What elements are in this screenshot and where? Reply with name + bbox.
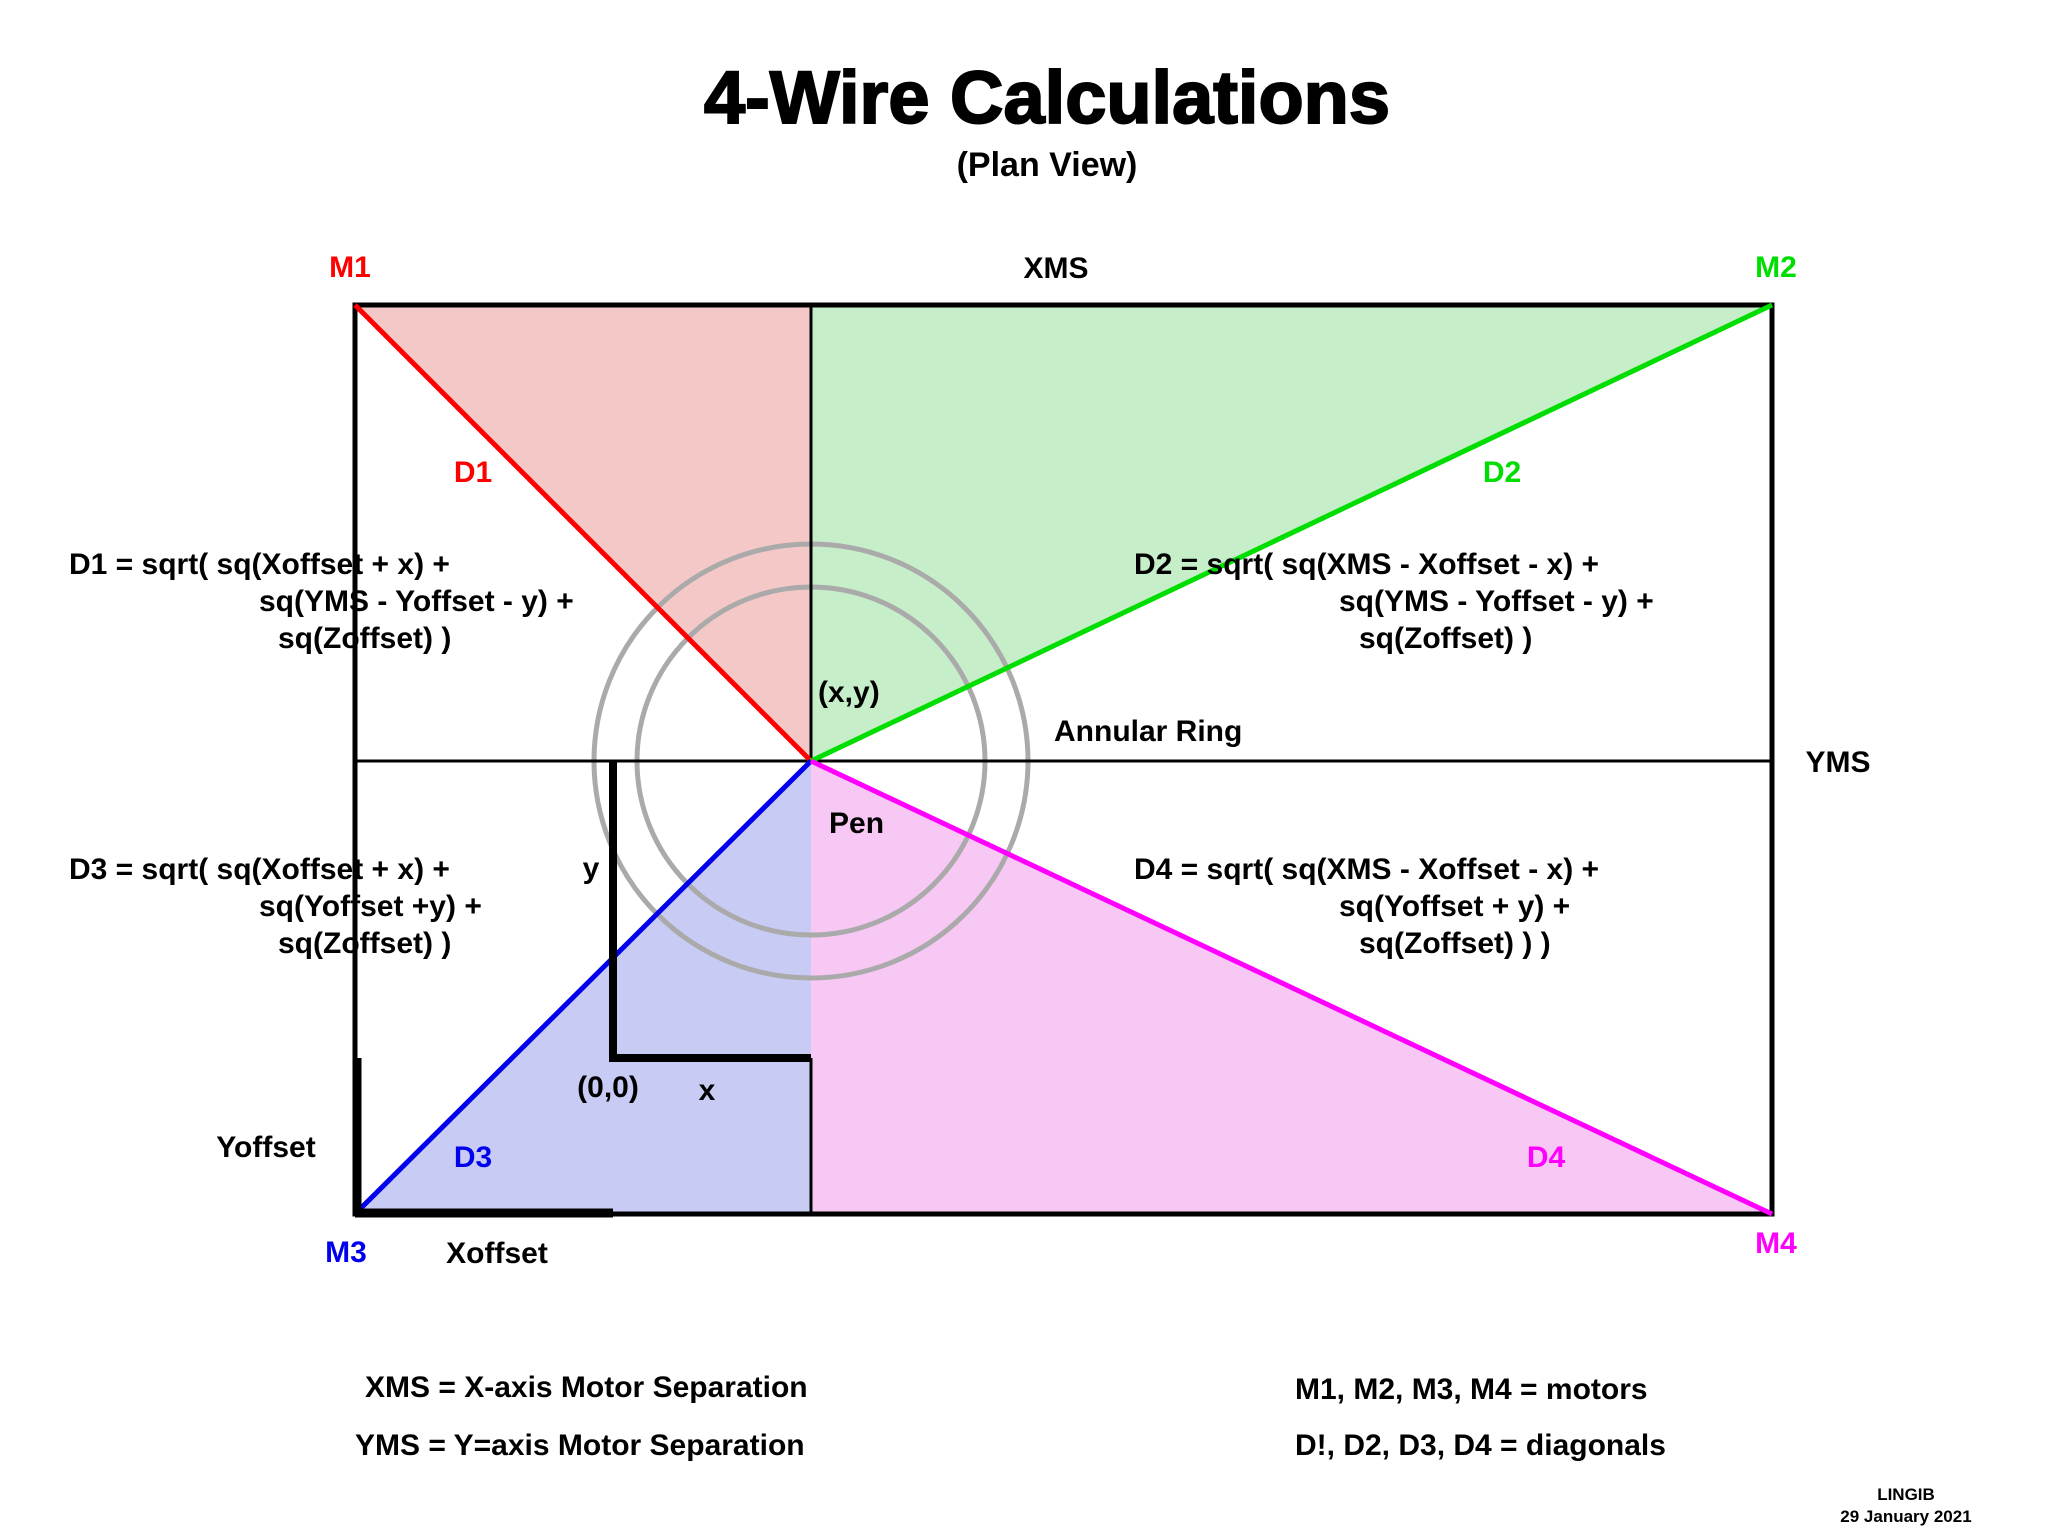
d4-diagonal-line — [809, 758, 1774, 1217]
motor-m3-label: M3 — [325, 1236, 367, 1269]
d1-diagonal-line — [353, 303, 813, 763]
d1-formula-line-3: sq(Zoffset) ) — [278, 622, 451, 655]
motor-m2-label: M2 — [1755, 251, 1797, 284]
d4-formula-line-1: D4 = sqrt( sq(XMS - Xoffset - x) + — [1134, 853, 1599, 886]
pen-coordinate-label: (x,y) — [818, 676, 880, 709]
d4-formula-line-3: sq(Zoffset) ) ) — [1359, 927, 1551, 960]
xms-axis-label: XMS — [1023, 252, 1088, 285]
d3-label: D3 — [454, 1141, 492, 1174]
d2-formula-line-1: D2 = sqrt( sq(XMS - Xoffset - x) + — [1134, 548, 1599, 581]
pen-label: Pen — [829, 807, 884, 840]
origin-label: (0,0) — [577, 1071, 639, 1104]
d1-label: D1 — [454, 456, 492, 489]
page-title: 4-Wire Calculations — [704, 56, 1390, 139]
d3-formula-line-2: sq(Yoffset +y) + — [259, 890, 482, 923]
legend-xms: XMS = X-axis Motor Separation — [365, 1371, 808, 1404]
d1-formula-line-1: D1 = sqrt( sq(Xoffset + x) + — [69, 548, 450, 581]
d4-formula-line-2: sq(Yoffset + y) + — [1339, 890, 1570, 923]
credit-author: LINGIB — [1877, 1485, 1935, 1504]
d2-diagonal-line — [809, 302, 1774, 764]
d2-formula-line-2: sq(YMS - Yoffset - y) + — [1339, 585, 1654, 618]
yms-axis-label: YMS — [1805, 746, 1870, 779]
d4-label: D4 — [1527, 1141, 1566, 1174]
legend-motors: M1, M2, M3, M4 = motors — [1295, 1373, 1648, 1406]
legend-yms: YMS = Y=axis Motor Separation — [355, 1429, 805, 1462]
d1-formula-line-2: sq(YMS - Yoffset - y) + — [259, 585, 574, 618]
d3-diagonal-line — [353, 759, 813, 1216]
y-dimension-label: y — [583, 852, 600, 885]
d2-label: D2 — [1483, 456, 1521, 489]
motor-m1-label: M1 — [329, 251, 371, 284]
x-dimension-label: x — [699, 1074, 716, 1107]
credit-date: 29 January 2021 — [1840, 1507, 1971, 1526]
annular-ring-label: Annular Ring — [1054, 715, 1242, 748]
d3-formula-line-1: D3 = sqrt( sq(Xoffset + x) + — [69, 853, 450, 886]
page-subtitle: (Plan View) — [957, 146, 1138, 184]
yoffset-label: Yoffset — [216, 1131, 315, 1164]
xoffset-label: Xoffset — [446, 1237, 548, 1270]
legend-diagonals: D!, D2, D3, D4 = diagonals — [1295, 1429, 1666, 1462]
motor-m4-label: M4 — [1755, 1227, 1797, 1260]
d2-formula-line-3: sq(Zoffset) ) — [1359, 622, 1532, 655]
xy-axes — [609, 761, 811, 1062]
d3-formula-line-3: sq(Zoffset) ) — [278, 927, 451, 960]
